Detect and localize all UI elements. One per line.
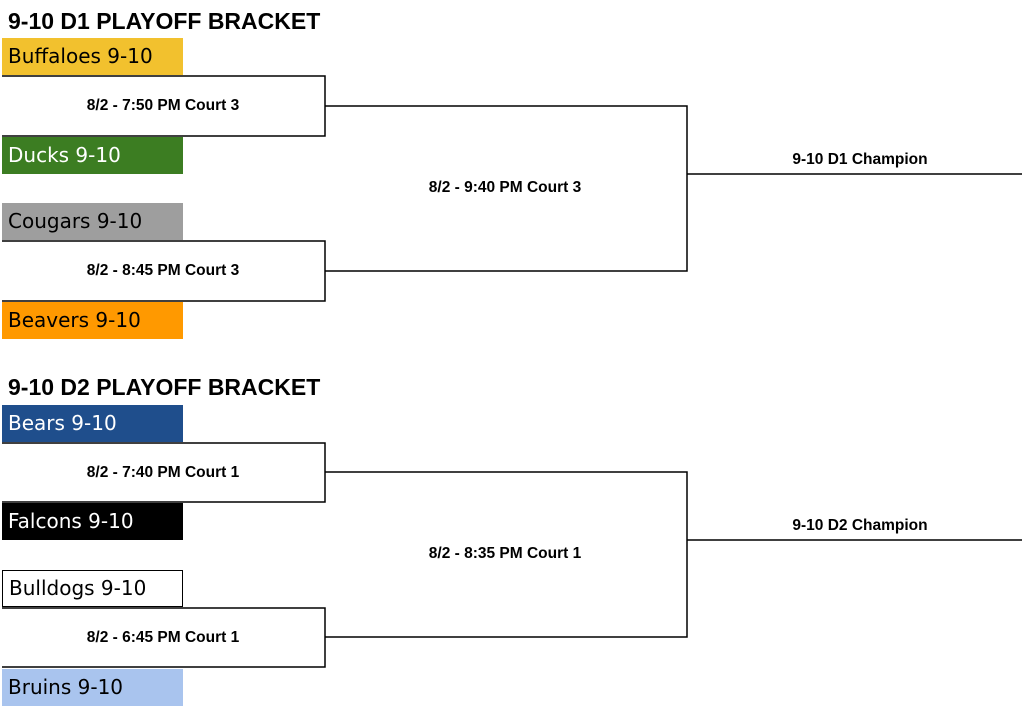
d1-semi-2-label: 8/2 - 8:45 PM Court 3 <box>86 262 240 279</box>
d1-bracket-title: 9-10 D1 PLAYOFF BRACKET <box>8 8 321 34</box>
d1-team-1: Buffaloes 9-10 <box>2 38 183 75</box>
d1-champion-label: 9-10 D1 Champion <box>792 151 928 168</box>
d2-semi-2-label: 8/2 - 6:45 PM Court 1 <box>86 629 240 646</box>
d1-semi-1-label: 8/2 - 7:50 PM Court 3 <box>86 97 240 114</box>
d1-team-3: Cougars 9-10 <box>2 203 183 240</box>
d1-team-4: Beavers 9-10 <box>2 302 183 339</box>
d2-semi-1-label: 8/2 - 7:40 PM Court 1 <box>86 464 240 481</box>
d2-champion-label: 9-10 D2 Champion <box>792 517 928 534</box>
d2-final-connector <box>325 471 688 638</box>
d1-final-connector <box>325 105 688 272</box>
d1-final-label: 8/2 - 9:40 PM Court 3 <box>428 179 582 196</box>
d1-team-2: Ducks 9-10 <box>2 137 183 174</box>
d2-team-3: Bulldogs 9-10 <box>2 570 183 607</box>
d2-bracket-title: 9-10 D2 PLAYOFF BRACKET <box>8 374 321 400</box>
d2-team-2: Falcons 9-10 <box>2 503 183 540</box>
d2-team-1: Bears 9-10 <box>2 405 183 442</box>
d2-team-4: Bruins 9-10 <box>2 669 183 706</box>
d2-final-label: 8/2 - 8:35 PM Court 1 <box>428 545 582 562</box>
